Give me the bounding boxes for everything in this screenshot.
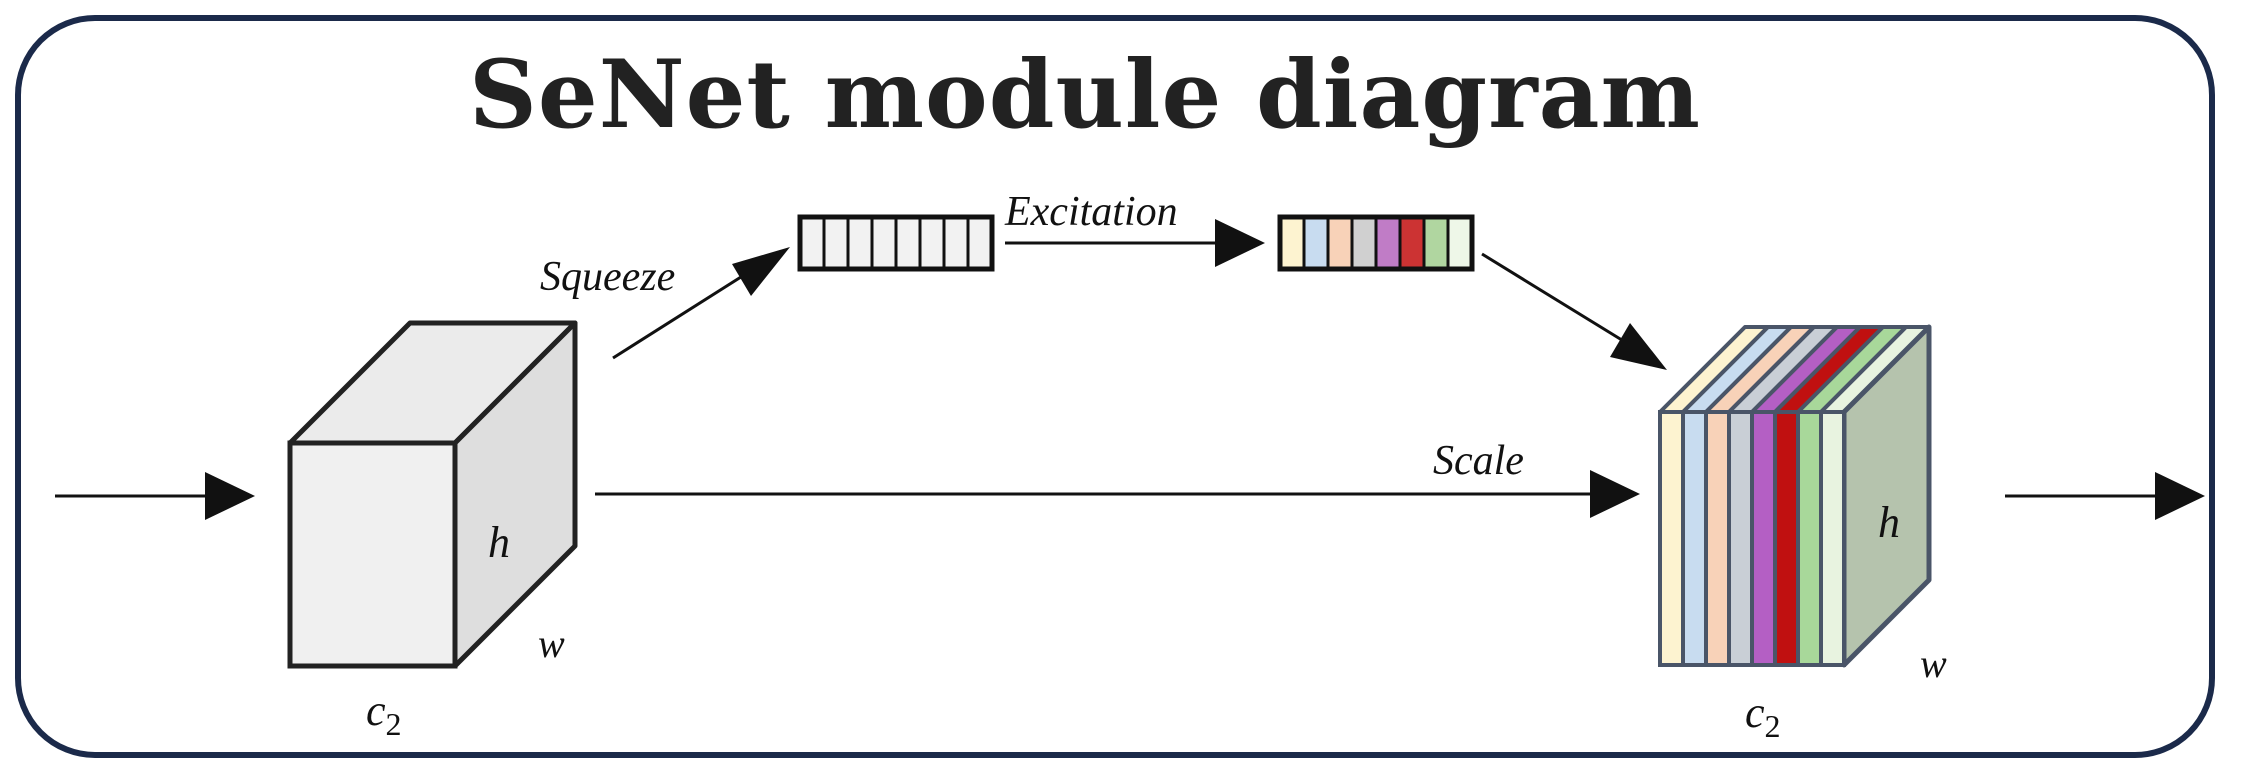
squeeze-vector (797, 214, 995, 272)
input-w-label: w (538, 621, 565, 666)
excitation-cell (1302, 215, 1330, 271)
scale-arrow (595, 470, 1640, 518)
output-slice (1773, 410, 1800, 667)
output-slice (1704, 410, 1731, 667)
output-cube (1658, 324, 1932, 668)
output-slice (1819, 410, 1846, 667)
excitation-cell (1278, 215, 1306, 271)
excitation-to-output-arrow (1481, 252, 1667, 370)
excitation-vector (1277, 214, 1475, 272)
squeeze-cell (822, 215, 850, 271)
excitation-cell (1350, 215, 1378, 271)
squeeze-cell (846, 215, 874, 271)
scale-label: Scale (1433, 438, 1524, 484)
output-c-label: c2 (1745, 688, 1781, 744)
squeeze-label: Squeeze (540, 254, 675, 300)
excitation-cell (1398, 215, 1426, 271)
output-h-label: h (1878, 498, 1900, 547)
input-c-label: c2 (366, 686, 402, 742)
input-h-label: h (488, 518, 510, 567)
squeeze-arrow (612, 247, 790, 360)
output-slice (1658, 410, 1685, 667)
squeeze-cell (870, 215, 898, 271)
output-arrow (2005, 472, 2205, 520)
input-arrow (55, 472, 255, 520)
excitation-arrow (1005, 219, 1265, 267)
diagram-title: SeNet module diagram (469, 40, 1701, 150)
squeeze-cell (942, 215, 970, 271)
excitation-cell (1326, 215, 1354, 271)
squeeze-cell (918, 215, 946, 271)
squeeze-cell (966, 215, 994, 271)
squeeze-cell (798, 215, 826, 271)
excitation-cell (1446, 215, 1474, 271)
output-slice (1750, 410, 1777, 667)
excitation-label: Excitation (1004, 189, 1178, 235)
output-w-label: w (1920, 641, 1947, 686)
output-slice (1681, 410, 1708, 667)
excitation-cell (1422, 215, 1450, 271)
excitation-cell (1374, 215, 1402, 271)
squeeze-cell (894, 215, 922, 271)
input-cube (287, 320, 578, 669)
output-slice (1727, 410, 1754, 667)
output-slice (1796, 410, 1823, 667)
